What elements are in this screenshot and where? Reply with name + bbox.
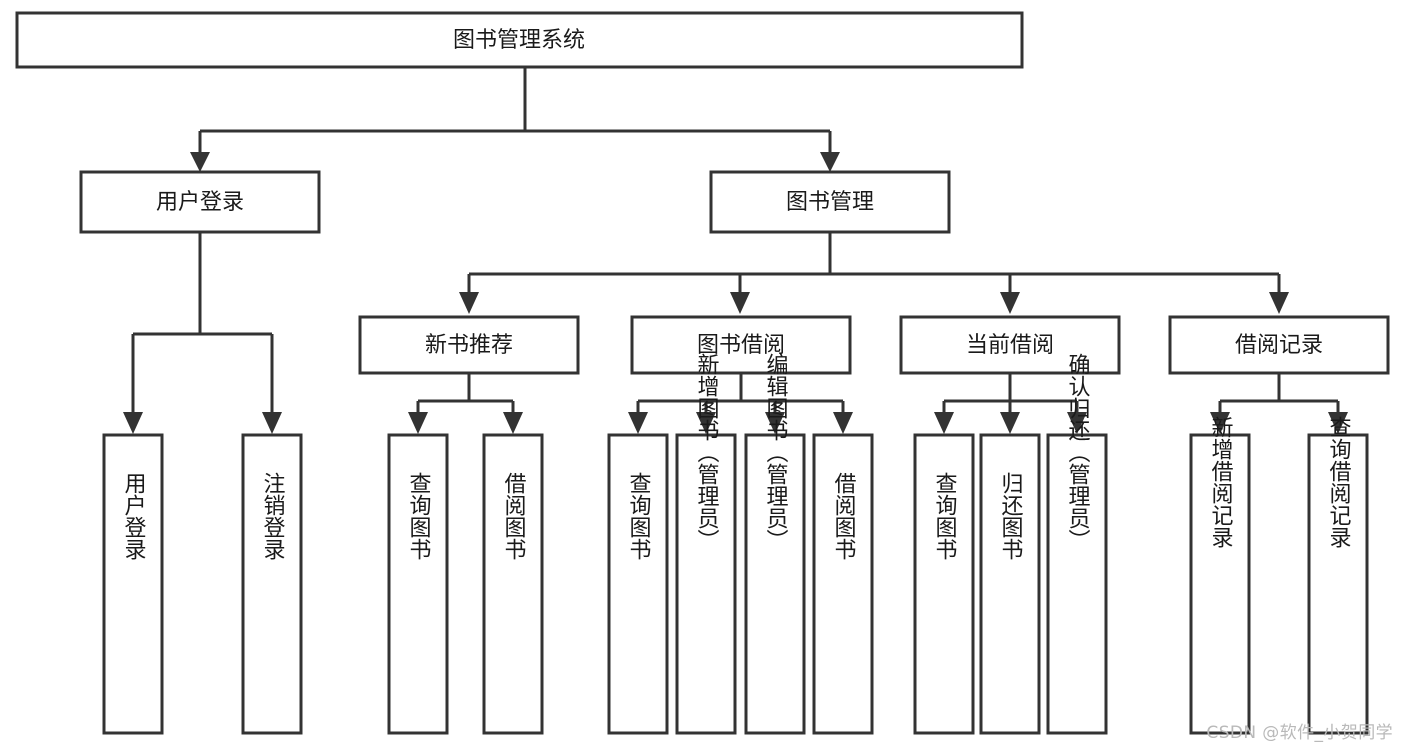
node-leaf-query-book-3-label: 查询图书	[932, 472, 958, 560]
node-book-borrow[interactable]: 图书借阅	[630, 315, 852, 375]
connector-book-manage-to-level2	[467, 232, 1281, 292]
node-leaf-confirm-return-box[interactable]	[1046, 433, 1108, 735]
node-leaf-borrow-book-1-box[interactable]	[482, 433, 544, 735]
node-leaf-query-book-1[interactable]: 查询图书	[387, 433, 449, 735]
node-leaf-user-login-box[interactable]	[102, 433, 164, 735]
node-leaf-query-record-box[interactable]	[1307, 433, 1369, 735]
connector-borrow-record-to-leaves	[1218, 373, 1340, 412]
arrowhead-leaf-query-book-1	[408, 412, 428, 434]
node-leaf-return-book-box[interactable]	[979, 433, 1041, 735]
node-leaf-query-book-3[interactable]: 查询图书	[913, 433, 975, 735]
node-user-login-box[interactable]	[79, 170, 321, 234]
node-user-login-label: 用户登录	[156, 190, 244, 215]
arrowhead-leaf-borrow-book-2	[833, 412, 853, 434]
arrowhead-leaf-confirm-return	[1067, 412, 1087, 434]
node-leaf-confirm-return-label: 确认归还（管理员）	[1065, 353, 1091, 551]
node-leaf-return-book[interactable]: 归还图书	[979, 433, 1041, 735]
node-leaf-logout[interactable]: 注销登录	[241, 433, 303, 735]
arrowhead-to-book-borrow	[730, 292, 750, 314]
node-root[interactable]: 图书管理系统	[15, 11, 1024, 69]
node-book-manage[interactable]: 图书管理	[709, 170, 951, 234]
arrowhead-leaf-add-record	[1210, 412, 1230, 434]
arrowhead-leaf-query-record	[1328, 412, 1348, 434]
node-leaf-query-book-1-box[interactable]	[387, 433, 449, 735]
arrowhead-leaf-query-book-2	[628, 412, 648, 434]
arrowhead-to-new-book-rec	[459, 292, 479, 314]
node-leaf-add-record-box[interactable]	[1189, 433, 1251, 735]
node-leaf-borrow-book-1[interactable]: 借阅图书	[482, 433, 544, 735]
node-leaf-query-record[interactable]: 查询借阅记录	[1307, 416, 1369, 735]
connector-new-book-rec-to-leaves	[416, 373, 515, 412]
arrowhead-to-user-login	[190, 152, 210, 172]
node-leaf-logout-box[interactable]	[241, 433, 303, 735]
node-borrow-record[interactable]: 借阅记录	[1168, 315, 1390, 375]
node-leaf-add-book[interactable]: 新增图书（管理员）	[675, 353, 737, 735]
node-current-borrow-label: 当前借阅	[966, 333, 1054, 358]
node-leaf-query-book-2-box[interactable]	[607, 433, 669, 735]
arrowhead-leaf-user-login	[123, 412, 143, 434]
arrowhead-leaf-borrow-book-1	[503, 412, 523, 434]
arrowhead-leaf-add-book	[696, 412, 716, 434]
node-leaf-query-book-2-label: 查询图书	[626, 472, 652, 560]
node-leaf-borrow-book-1-label: 借阅图书	[501, 472, 527, 560]
node-leaf-user-login-label: 用户登录	[121, 472, 147, 560]
node-leaf-logout-label: 注销登录	[260, 472, 286, 560]
connector-root-to-level1	[198, 67, 832, 152]
node-user-login[interactable]: 用户登录	[79, 170, 321, 234]
node-leaf-borrow-book-2[interactable]: 借阅图书	[812, 433, 874, 735]
node-new-book-rec-box[interactable]	[358, 315, 580, 375]
node-leaf-edit-book-box[interactable]	[744, 433, 806, 735]
node-leaf-borrow-book-2-box[interactable]	[812, 433, 874, 735]
node-book-manage-label: 图书管理	[786, 190, 874, 215]
node-leaf-add-record[interactable]: 新增借阅记录	[1189, 416, 1251, 735]
connector-user-login-to-leaves	[131, 232, 274, 412]
node-leaf-borrow-book-2-label: 借阅图书	[831, 472, 857, 560]
connector-current-borrow-to-leaves	[942, 373, 1079, 412]
arrowhead-to-borrow-record	[1269, 292, 1289, 314]
node-new-book-rec-label: 新书推荐	[425, 333, 513, 358]
node-leaf-add-record-label: 新增借阅记录	[1208, 416, 1234, 548]
node-leaf-add-book-box[interactable]	[675, 433, 737, 735]
node-new-book-rec[interactable]: 新书推荐	[358, 315, 580, 375]
node-leaf-query-book-1-label: 查询图书	[406, 472, 432, 560]
arrowhead-to-book-manage	[820, 152, 840, 172]
arrowhead-leaf-return-book	[1000, 412, 1020, 434]
node-leaf-query-book-2[interactable]: 查询图书	[607, 433, 669, 735]
arrowhead-leaf-query-book-3	[934, 412, 954, 434]
node-leaf-confirm-return[interactable]: 确认归还（管理员）	[1046, 353, 1108, 735]
node-root-label: 图书管理系统	[453, 28, 585, 53]
node-borrow-record-box[interactable]	[1168, 315, 1390, 375]
node-leaf-add-book-label: 新增图书（管理员）	[694, 353, 720, 551]
node-book-borrow-label: 图书借阅	[697, 333, 785, 358]
connector-book-borrow-to-leaves	[636, 373, 845, 412]
node-borrow-record-label: 借阅记录	[1235, 333, 1323, 358]
node-leaf-return-book-label: 归还图书	[998, 472, 1024, 560]
csdn-watermark: CSDN @软件_小贺同学	[1206, 723, 1393, 743]
node-leaf-query-book-3-box[interactable]	[913, 433, 975, 735]
node-root-box[interactable]	[15, 11, 1024, 69]
node-leaf-user-login[interactable]: 用户登录	[102, 433, 164, 735]
arrowhead-leaf-logout	[262, 412, 282, 434]
arrowhead-leaf-edit-book	[765, 412, 785, 434]
node-leaf-edit-book-label: 编辑图书（管理员）	[763, 353, 789, 551]
arrowhead-to-current-borrow	[1000, 292, 1020, 314]
node-leaf-edit-book[interactable]: 编辑图书（管理员）	[744, 353, 806, 735]
node-leaf-query-record-label: 查询借阅记录	[1326, 416, 1352, 548]
